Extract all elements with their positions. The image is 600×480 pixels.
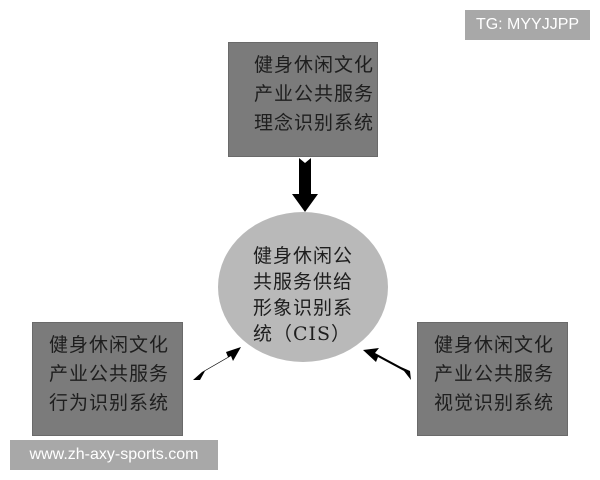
arrow-down-icon xyxy=(292,158,318,212)
arrow-up-right-icon xyxy=(193,347,241,380)
tg-watermark-badge: TG: MYYJJPP xyxy=(465,10,590,40)
node-text-line: 产业公共服务 xyxy=(49,363,170,385)
center-text-line: 统（CIS） xyxy=(253,323,352,345)
node-text-line: 健身休闲文化 xyxy=(49,334,170,356)
node-concept-identity-system: 健身休闲文化 产业公共服务 理念识别系统 xyxy=(228,42,378,157)
node-text-line: 健身休闲文化 xyxy=(254,54,375,76)
node-text-line: 理念识别系统 xyxy=(254,112,375,134)
center-text-line: 共服务供给 xyxy=(253,271,354,293)
node-text-line: 行为识别系统 xyxy=(49,392,170,414)
node-text-line: 产业公共服务 xyxy=(434,363,555,385)
node-text-line: 产业公共服务 xyxy=(254,83,375,105)
center-text-line: 健身休闲公 xyxy=(253,245,354,267)
node-text-line: 健身休闲文化 xyxy=(434,334,555,356)
node-behavior-identity-system: 健身休闲文化 产业公共服务 行为识别系统 xyxy=(32,322,183,436)
center-text-line: 形象识别系 xyxy=(253,297,354,319)
center-ellipse-cis xyxy=(218,212,388,362)
node-visual-identity-system: 健身休闲文化 产业公共服务 视觉识别系统 xyxy=(417,322,568,436)
center-cis-label: 健身休闲公 共服务供给 形象识别系 统（CIS） xyxy=(253,243,353,347)
arrow-up-left-icon xyxy=(363,348,411,380)
url-watermark-badge: www.zh-axy-sports.com xyxy=(10,440,218,470)
node-text-line: 视觉识别系统 xyxy=(434,392,555,414)
